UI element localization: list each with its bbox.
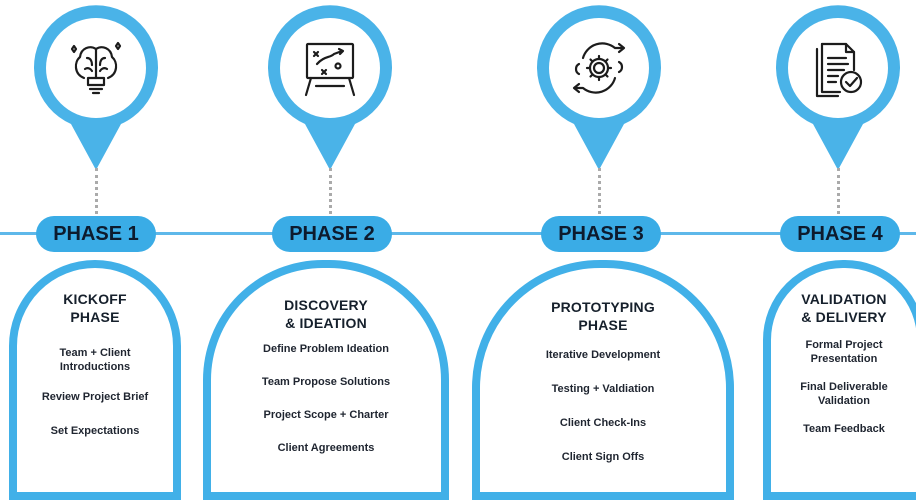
brain-lightbulb-icon [70,41,122,95]
phase-1-title-line-1: KICKOFF [63,291,127,307]
phase-4-title-line-2: & DELIVERY [801,309,887,325]
task-line: Testing + Valdiation [551,383,655,395]
task-item: Testing + Valdiation [480,382,726,396]
gear-cycle-icon [572,42,626,94]
task-item: Team Propose Solutions [211,375,441,389]
phase-2-card: DISCOVERY & IDEATION Define Problem Idea… [203,260,449,500]
phase-4-title-line-1: VALIDATION [801,291,887,307]
task-item: Final Deliverable Validation [771,380,916,408]
phase-1-task-list: Team + Client Introductions Review Proje… [17,346,173,438]
phase-2-title-line-2: & IDEATION [285,315,367,331]
strategy-board-icon [304,42,356,97]
task-line: Client Check-Ins [559,417,647,429]
phase-1-connector [95,168,98,214]
task-line: Team + Client [59,347,131,359]
document-check-icon [815,42,863,98]
task-item: Formal Project Presentation [771,338,916,366]
phase-3-title: PROTOTYPING PHASE [480,298,726,334]
phase-4-card: VALIDATION & DELIVERY Formal Project Pre… [763,260,916,500]
phase-3-task-list: Iterative Development Testing + Valdiati… [480,348,726,464]
task-item: Project Scope + Charter [211,408,441,422]
phase-3-title-line-1: PROTOTYPING [551,299,655,315]
phase-4-pin [773,4,903,174]
phase-2-label: PHASE 2 [272,216,392,252]
phase-3-pin [534,4,664,174]
task-item: Set Expectations [17,424,173,438]
phase-2-title-line-1: DISCOVERY [284,297,368,313]
task-item: Team + Client Introductions [17,346,173,374]
phase-1-title: KICKOFF PHASE [17,290,173,326]
task-line: Formal Project [805,339,883,351]
task-item: Client Agreements [211,441,441,455]
task-line: Validation [818,395,870,407]
task-line: Define Problem Ideation [263,343,389,355]
task-line: Team Feedback [803,423,885,435]
task-line: Project Scope + Charter [263,409,389,421]
phase-2-pin [265,4,395,174]
phase-4-label: PHASE 4 [780,216,900,252]
phase-1-card: KICKOFF PHASE Team + Client Introduction… [9,260,181,500]
task-line: Client Sign Offs [561,451,645,463]
phase-2-title: DISCOVERY & IDEATION [211,296,441,332]
phase-4-task-list: Formal Project Presentation Final Delive… [771,338,916,436]
task-line: Introductions [59,361,131,373]
task-item: Client Sign Offs [480,450,726,464]
task-item: Team Feedback [771,422,916,436]
task-item: Client Check-Ins [480,416,726,430]
phase-4-connector [837,168,840,214]
phase-2-connector [329,168,332,214]
task-line: Iterative Development [545,349,661,361]
phase-3-label: PHASE 3 [541,216,661,252]
task-item: Iterative Development [480,348,726,362]
task-line: Final Deliverable [800,381,888,393]
task-line: Review Project Brief [41,391,149,403]
phase-2-task-list: Define Problem Ideation Team Propose Sol… [211,342,441,455]
task-item: Define Problem Ideation [211,342,441,356]
map-pin-marker [776,5,900,171]
task-line: Client Agreements [277,442,375,454]
task-line: Team Propose Solutions [261,376,391,388]
phase-3-card: PROTOTYPING PHASE Iterative Development … [472,260,734,500]
map-pin-marker [537,5,661,171]
phase-1-label: PHASE 1 [36,216,156,252]
map-pin-marker [268,5,392,171]
phase-1-title-line-2: PHASE [70,309,120,325]
phase-3-connector [598,168,601,214]
phase-3-title-line-2: PHASE [578,317,628,333]
phase-1-pin [31,4,161,174]
task-item: Review Project Brief [17,390,173,404]
timeline-line [0,232,916,235]
phase-4-title: VALIDATION & DELIVERY [771,290,916,326]
task-line: Set Expectations [50,425,140,437]
task-line: Presentation [810,353,878,365]
